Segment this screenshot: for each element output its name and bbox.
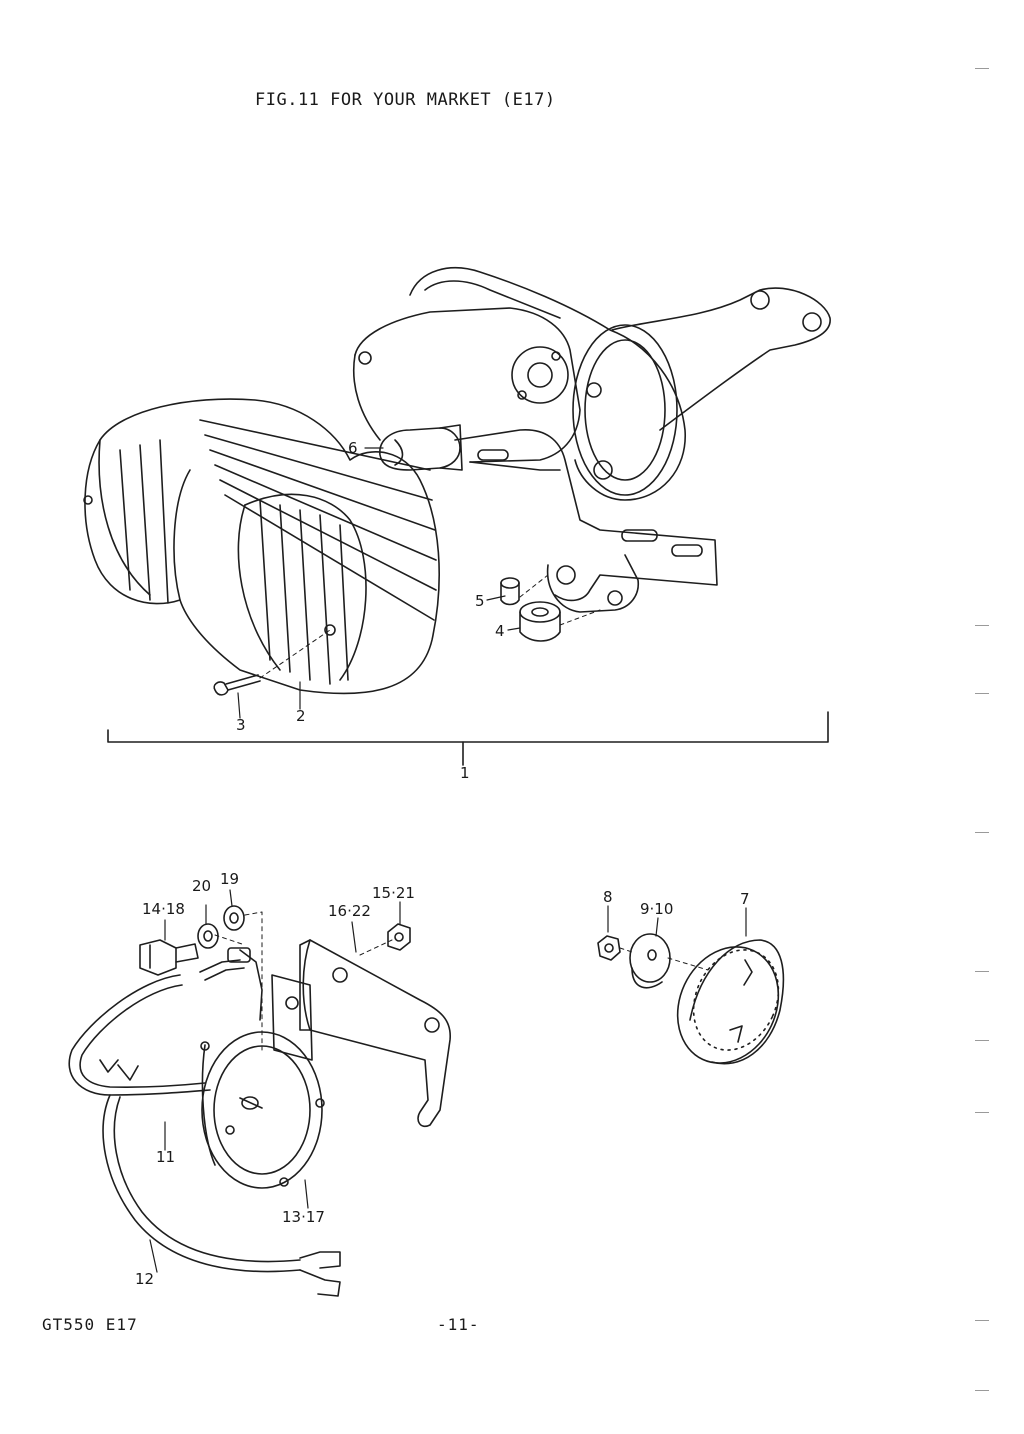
wiring-harness-11 <box>68 947 263 1096</box>
horn-guide-lines <box>214 911 393 1051</box>
callout-8: 8 <box>603 888 613 906</box>
callout-9-10: 9·10 <box>640 900 674 918</box>
footer-page-number: -11- <box>437 1315 480 1334</box>
horn-bracket-plate <box>271 974 313 1061</box>
callout-16-22: 16·22 <box>328 902 371 920</box>
nut-15 <box>387 923 411 951</box>
callout-20: 20 <box>192 877 212 895</box>
scan-edge-mark <box>975 68 989 69</box>
callout-12: 12 <box>135 1270 155 1288</box>
horn-13 <box>200 1031 325 1189</box>
assembly-guide-lines <box>259 574 601 679</box>
callout-6: 6 <box>348 439 358 457</box>
footer-model-code: GT550 E17 <box>42 1315 138 1334</box>
leader-lines-reflector <box>607 905 747 937</box>
tail-lamp-lens-2 <box>83 398 440 695</box>
bolt-14 <box>139 939 199 976</box>
nut-8 <box>597 935 621 961</box>
washer-20 <box>197 923 219 949</box>
callout-2: 2 <box>296 707 306 725</box>
leader-lines-upper <box>237 447 521 719</box>
scan-edge-mark <box>975 1112 989 1113</box>
spacer-5 <box>500 577 520 606</box>
callout-14-18: 14·18 <box>142 900 185 918</box>
grommet-4 <box>519 601 561 642</box>
scan-edge-mark <box>975 625 989 626</box>
tail-lamp-housing <box>352 267 831 613</box>
assembly-bracket-1 <box>107 711 829 766</box>
lens-screw-3 <box>213 674 261 696</box>
scan-edge-mark <box>975 971 989 972</box>
callout-5: 5 <box>475 592 485 610</box>
washer-19 <box>223 905 245 931</box>
callout-11: 11 <box>156 1148 176 1166</box>
callout-13-17: 13·17 <box>282 1208 325 1226</box>
horn-bracket-16 <box>299 939 451 1128</box>
callout-15-21: 15·21 <box>372 884 415 902</box>
callout-3: 3 <box>236 716 246 734</box>
scan-edge-mark <box>975 1040 989 1041</box>
scan-edge-mark <box>975 1390 989 1391</box>
spacer-9 <box>629 933 671 989</box>
callout-19: 19 <box>220 870 240 888</box>
callout-1: 1 <box>460 764 470 782</box>
leader-lines-horn <box>149 889 401 1273</box>
scan-edge-mark <box>975 1320 989 1321</box>
scan-edge-mark <box>975 693 989 694</box>
figure-title: FIG.11 FOR YOUR MARKET (E17) <box>255 90 556 110</box>
callout-4: 4 <box>495 622 505 640</box>
callout-7: 7 <box>740 890 750 908</box>
bulb-6 <box>379 424 463 471</box>
reflector-guide-lines <box>619 947 709 971</box>
wiring-lead-12 <box>102 1094 341 1297</box>
scan-edge-mark <box>975 832 989 833</box>
reflector-7 <box>676 939 785 1065</box>
